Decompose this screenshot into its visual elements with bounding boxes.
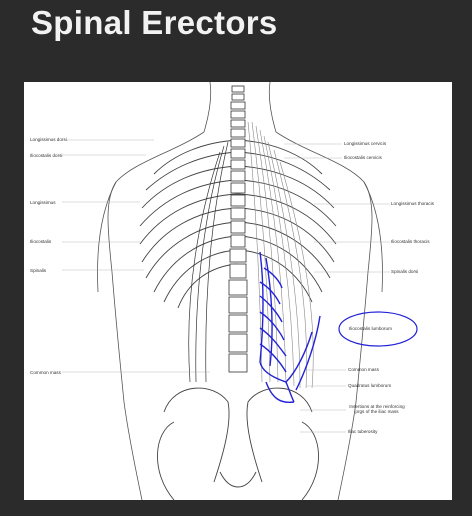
erector-muscle-strands	[247, 121, 314, 389]
label-iliocostalis-thoracis: Iliocostalis thoracis	[391, 239, 430, 244]
label-longissimus-cervicis: Longissimus cervicis	[344, 141, 387, 146]
label-insertions-iliac: Insertions at the reinforcing prgs of th…	[349, 404, 405, 414]
back-muscles-illustration	[62, 82, 418, 500]
label-iliac-tuberosity: Iliac tuberosity	[348, 429, 378, 434]
label-longissimus: Longissimus	[30, 200, 56, 205]
label-longissimus-thoracis: Longissimus thoracis	[391, 201, 434, 206]
pelvis	[157, 387, 319, 500]
blue-annotation-strokes	[259, 251, 321, 404]
label-iliocostalis: Iliocostalis	[30, 239, 52, 244]
label-spinalis: Spinalis	[30, 268, 47, 273]
label-leader-lines	[62, 139, 390, 433]
anatomy-figure: Longissimus dorsi Iliocostalis dorsi Lon…	[24, 82, 452, 500]
label-common-mass-right: Common mass	[348, 367, 379, 372]
label-longissimus-dorsi: Longissimus dorsi	[30, 137, 67, 142]
spine	[228, 85, 248, 373]
label-iliocostalis-cervicis: Iliocostalis cervicis	[344, 155, 382, 160]
highlight-circle	[338, 311, 418, 347]
label-iliocostalis-lumborum: Iliocostalis lumborum	[349, 326, 392, 331]
label-quadratus-lumborum: Quadratus lumborum	[348, 383, 392, 388]
label-iliocostalis-dorsi: Iliocostalis dorsi	[30, 153, 63, 158]
label-spinalis-dorsi: Spinalis dorsi	[391, 269, 419, 274]
torso-left-outline	[107, 131, 205, 500]
slide-title: Spinal Erectors	[31, 4, 278, 41]
neck-outline	[203, 82, 277, 133]
label-common-mass-left: Common mass	[30, 370, 61, 375]
